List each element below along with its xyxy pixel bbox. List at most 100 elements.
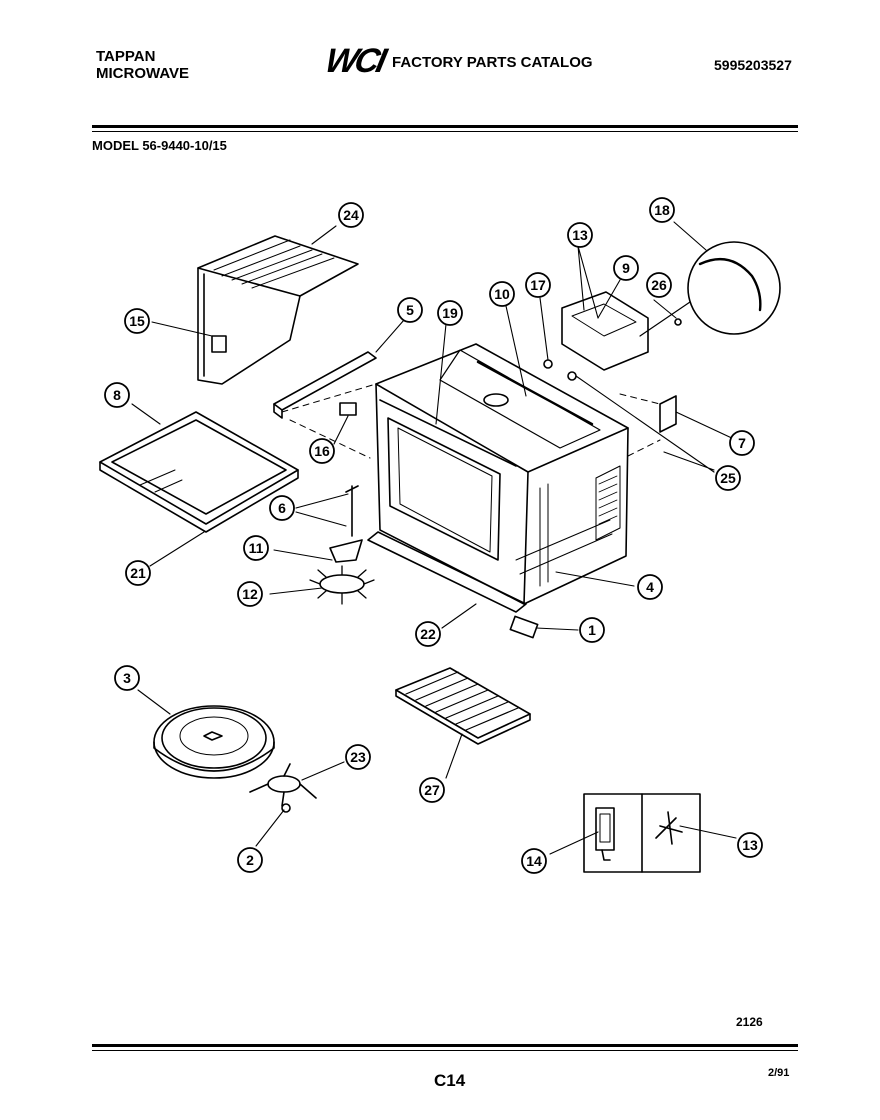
callout-circle xyxy=(104,382,130,408)
callout-label: 1 xyxy=(588,622,596,638)
callout-label: 17 xyxy=(530,277,546,293)
callout-c22: 22 xyxy=(415,621,441,647)
callout-circle xyxy=(521,848,547,874)
callout-circle xyxy=(415,621,441,647)
callout-c23: 23 xyxy=(345,744,371,770)
callout-circle xyxy=(646,272,672,298)
callout-label: 13 xyxy=(572,227,588,243)
callout-label: 23 xyxy=(350,749,366,765)
callout-circle xyxy=(269,495,295,521)
callout-circle xyxy=(613,255,639,281)
callout-circle xyxy=(237,847,263,873)
callout-label: 21 xyxy=(130,565,146,581)
door-frame-part xyxy=(99,411,299,533)
callout-circle xyxy=(309,438,335,464)
callout-label: 4 xyxy=(646,579,654,595)
callout-circle xyxy=(729,430,755,456)
callout-c12: 12 xyxy=(237,581,263,607)
callout-circle xyxy=(567,222,593,248)
rail-part xyxy=(273,351,377,419)
assembly-guide-lines xyxy=(281,383,661,459)
callout-c16: 16 xyxy=(309,438,335,464)
callout-circle xyxy=(715,465,741,491)
callout-c9: 9 xyxy=(613,255,639,281)
callout-c24: 24 xyxy=(338,202,364,228)
callout-label: 22 xyxy=(420,626,436,642)
callout-label: 9 xyxy=(622,260,630,276)
callout-c26: 26 xyxy=(646,272,672,298)
leader-lines xyxy=(131,221,737,855)
callout-label: 2 xyxy=(246,852,254,868)
callout-label: 15 xyxy=(129,313,145,329)
callout-c7: 7 xyxy=(729,430,755,456)
callout-c1: 1 xyxy=(579,617,605,643)
page-code: C14 xyxy=(434,1071,466,1090)
callout-c17: 17 xyxy=(525,272,551,298)
callout-label: 24 xyxy=(343,207,359,223)
callout-c5: 5 xyxy=(397,297,423,323)
outer-cover-part xyxy=(197,235,359,385)
callout-label: 6 xyxy=(278,500,286,516)
callout-c2: 2 xyxy=(237,847,263,873)
inset-detail-box xyxy=(583,793,701,873)
callout-circle xyxy=(489,281,515,307)
roller-ring-part xyxy=(249,763,317,813)
callout-circle xyxy=(345,744,371,770)
callout-c19: 19 xyxy=(437,300,463,326)
header-rule-thick xyxy=(92,125,798,128)
callout-circle xyxy=(525,272,551,298)
callout-label: 3 xyxy=(123,670,131,686)
callout-circle xyxy=(125,560,151,586)
product-type: MICROWAVE xyxy=(96,65,190,82)
oven-cabinet-part xyxy=(375,343,629,605)
callout-circle xyxy=(338,202,364,228)
callout-label: 14 xyxy=(526,853,542,869)
catalog-title: FACTORY PARTS CATALOG xyxy=(392,54,593,71)
footer-rule-thin xyxy=(92,1050,798,1051)
switch-part xyxy=(509,615,539,639)
stirrer-assembly xyxy=(309,485,375,605)
drawing-code: 2126 xyxy=(736,1015,763,1029)
catalog-date: 2/91 xyxy=(768,1067,790,1079)
callout-c6: 6 xyxy=(269,495,295,521)
callout-label: 13 xyxy=(742,837,758,853)
turntable-part xyxy=(153,705,275,779)
callout-circle xyxy=(237,581,263,607)
catalog-part-number: 5995203527 xyxy=(714,57,792,73)
callout-circle xyxy=(579,617,605,643)
callout-c10: 10 xyxy=(489,281,515,307)
callout-circle xyxy=(243,535,269,561)
callout-label: 27 xyxy=(424,782,440,798)
bottom-rail-part xyxy=(367,531,527,613)
callout-label: 16 xyxy=(314,443,330,459)
callout-c18: 18 xyxy=(649,197,675,223)
callout-label: 19 xyxy=(442,305,458,321)
small-bracket-part xyxy=(339,402,357,416)
callout-c3: 3 xyxy=(114,665,140,691)
header-rule-thin xyxy=(92,131,798,132)
callout-c21: 21 xyxy=(125,560,151,586)
callout-c8: 8 xyxy=(104,382,130,408)
brand-name: TAPPAN xyxy=(96,48,156,65)
callout-label: 25 xyxy=(720,470,736,486)
grille-part xyxy=(395,667,531,745)
brand-block: TAPPAN MICROWAVE xyxy=(96,48,189,82)
callout-circle xyxy=(737,832,763,858)
callout-label: 5 xyxy=(406,302,414,318)
callout-label: 18 xyxy=(654,202,670,218)
callout-circle xyxy=(437,300,463,326)
callout-circle xyxy=(419,777,445,803)
callout-label: 11 xyxy=(249,540,264,556)
footer-rule-thick xyxy=(92,1044,798,1047)
callout-c27: 27 xyxy=(419,777,445,803)
callout-circle xyxy=(397,297,423,323)
callout-circle xyxy=(649,197,675,223)
callout-circle xyxy=(114,665,140,691)
callout-circle xyxy=(637,574,663,600)
callout-label: 12 xyxy=(242,586,258,602)
callout-c13b: 13 xyxy=(737,832,763,858)
callout-c4: 4 xyxy=(637,574,663,600)
callout-c11: 11 xyxy=(243,535,269,561)
